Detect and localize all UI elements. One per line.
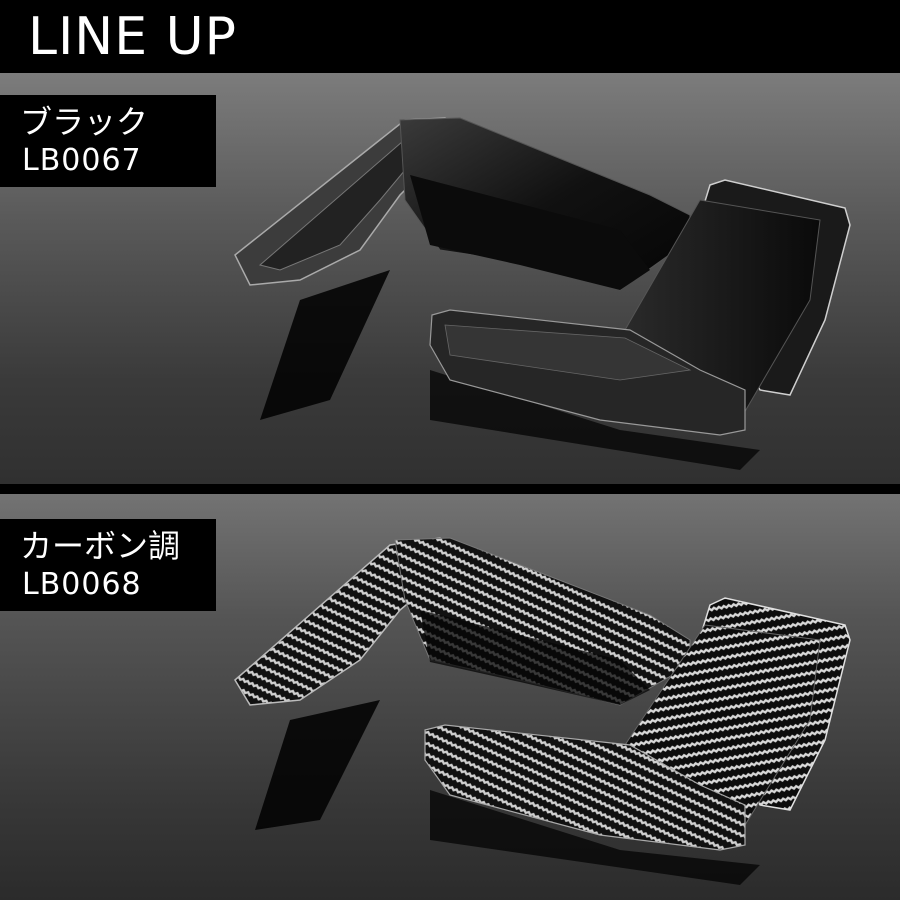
product-code: LB0068 [22, 567, 142, 602]
product-panel-black: ブラック LB0067 [0, 73, 900, 484]
header-bar: LINE UP [0, 0, 900, 73]
product-image-carbon [234, 537, 851, 885]
product-code: LB0067 [22, 143, 142, 178]
product-image-black [234, 117, 851, 470]
product-label-carbon: カーボン調 LB0068 [0, 519, 216, 611]
product-name: カーボン調 [20, 527, 181, 565]
page-title: LINE UP [28, 7, 238, 67]
product-name: ブラック [20, 103, 149, 141]
panel-divider [0, 484, 900, 494]
product-panel-carbon: カーボン調 LB0068 [0, 494, 900, 900]
product-label-black: ブラック LB0067 [0, 95, 216, 187]
